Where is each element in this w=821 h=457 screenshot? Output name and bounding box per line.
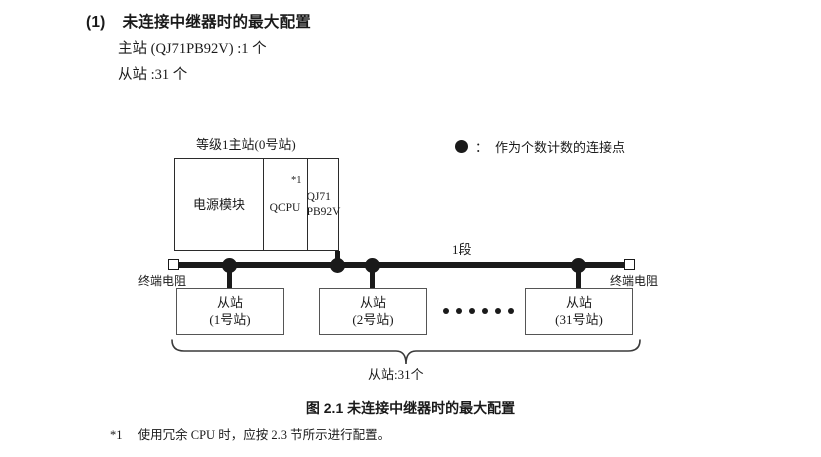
rack-cell-qj71pb92v: QJ71 PB92V [306, 159, 341, 250]
ellipsis-dot [508, 308, 514, 314]
slave1-drop-line [227, 265, 232, 289]
footnote-marker: *1 [110, 428, 123, 442]
master-station-label: 等级1主站(0号站) [196, 137, 296, 152]
terminator-left-symbol [168, 259, 179, 270]
brace-label: 从站:31个 [368, 367, 424, 382]
slave-station-31: 从站 (31号站) [525, 288, 633, 335]
rack-cell-power-module: 电源模块 [175, 159, 263, 250]
slave-2-station: (2号站) [352, 311, 394, 327]
slave-31-station: (31号站) [555, 311, 603, 327]
terminator-left-label: 终端电阻 [138, 274, 187, 288]
slave31-drop-line [576, 265, 581, 289]
legend: ： 作为个数计数的连接点 [455, 137, 625, 156]
slave-1-station: (1号站) [209, 311, 251, 327]
ellipsis-dot [469, 308, 475, 314]
legend-separator: ： [475, 140, 489, 155]
section-line-slave: 从站 :31 个 [118, 67, 188, 83]
ellipsis-dot [495, 308, 501, 314]
qcpu-label: QCPU [269, 201, 301, 214]
figure-caption: 图 2.1 未连接中继器时的最大配置 [305, 400, 516, 416]
rack-divider-1 [263, 159, 264, 250]
slave-count-brace [171, 339, 641, 365]
section-title-text: 未连接中继器时的最大配置 [122, 14, 311, 31]
slave-1-title: 从站 [216, 295, 243, 311]
ellipsis-dots [443, 308, 514, 314]
segment-label: 1段 [452, 242, 472, 257]
slave-station-2: 从站 (2号站) [319, 288, 427, 335]
slave2-drop-line [370, 265, 375, 289]
slave-station-1: 从站 (1号站) [176, 288, 284, 335]
section-heading: (1) 未连接中继器时的最大配置 [86, 10, 311, 32]
ellipsis-dot [443, 308, 449, 314]
rack-divider-2 [307, 159, 308, 250]
footnote-text: 使用冗余 CPU 时，应按 2.3 节所示进行配置。 [137, 428, 391, 442]
legend-text: 作为个数计数的连接点 [495, 140, 626, 155]
bus-line [178, 262, 624, 268]
terminator-right-symbol [624, 259, 635, 270]
ellipsis-dot [482, 308, 488, 314]
qj71-label-line2: PB92V [306, 205, 341, 218]
section-number: (1) [86, 14, 106, 31]
slave-31-title: 从站 [565, 295, 592, 311]
slave-2-title: 从站 [359, 295, 386, 311]
power-module-label: 电源模块 [192, 196, 245, 212]
footnote: *1 使用冗余 CPU 时，应按 2.3 节所示进行配置。 [110, 424, 390, 443]
filled-circle-icon [455, 140, 468, 153]
rack-cell-qcpu: QCPU *1 [263, 159, 307, 250]
qcpu-footnote-marker: *1 [291, 175, 302, 186]
terminator-right-label: 终端电阻 [610, 274, 659, 288]
connection-point-dot-master [330, 258, 345, 273]
master-rack: 电源模块 QCPU *1 QJ71 PB92V [174, 158, 341, 251]
section-line-master: 主站 (QJ71PB92V) :1 个 [118, 41, 267, 57]
qj71-label-line1: QJ71 [306, 191, 331, 204]
ellipsis-dot [456, 308, 462, 314]
